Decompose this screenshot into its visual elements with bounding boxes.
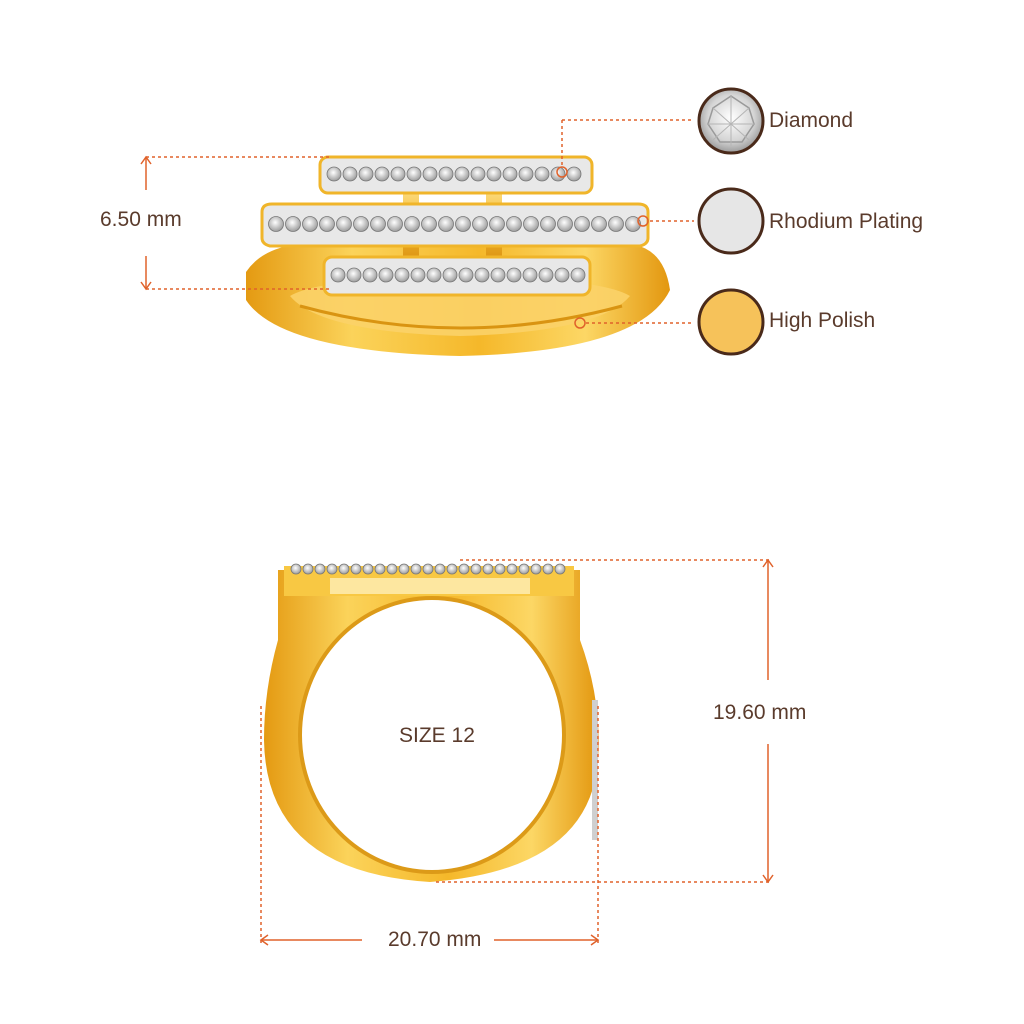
diamond-stone [518, 563, 530, 575]
diamond-stone [422, 563, 434, 575]
diamond-stone [446, 563, 458, 575]
diamond-stone [410, 563, 422, 575]
diamond-stone [542, 563, 554, 575]
legend-label-diamond: Diamond [769, 109, 854, 132]
diamond-stone [406, 166, 422, 182]
diamond-stone [474, 267, 490, 283]
diamond-stone [434, 563, 446, 575]
ring-width-label: 20.70 mm [388, 928, 482, 951]
diamond-stone [489, 216, 505, 232]
diamond-stone [421, 216, 437, 232]
diamond-stone [506, 563, 518, 575]
diamond-stone [350, 563, 362, 575]
legend [697, 87, 765, 356]
diamond-stone [554, 267, 570, 283]
rhodium-swatch-icon [697, 187, 765, 255]
diamond-stone [404, 216, 420, 232]
diamond-stone [608, 216, 624, 232]
diamond-stone [374, 563, 386, 575]
diamond-stone [534, 166, 550, 182]
diamond-stone [370, 216, 386, 232]
diamond-stone [378, 267, 394, 283]
diamond-stone [625, 216, 641, 232]
diamond-bar-middle [260, 202, 650, 248]
ring-size-label: SIZE 12 [399, 724, 475, 747]
diamond-stone [326, 166, 342, 182]
diamond-stone [319, 216, 335, 232]
diamond-stone [342, 166, 358, 182]
diamond-stone [410, 267, 426, 283]
diamond-stone [438, 166, 454, 182]
legend-label-high-polish: High Polish [769, 309, 876, 332]
diamond-stone [557, 216, 573, 232]
diamond-stone [470, 166, 486, 182]
diamond-stone [358, 166, 374, 182]
diamond-stone [302, 563, 314, 575]
diamond-stone [538, 267, 554, 283]
diamond-stone [530, 563, 542, 575]
diamond-stone [482, 563, 494, 575]
diamond-stone [285, 216, 301, 232]
diamond-stone [523, 216, 539, 232]
diamond-stone [591, 216, 607, 232]
diamond-stone [566, 166, 582, 182]
diamond-bar-bottom [322, 255, 592, 297]
diamond-stone [442, 267, 458, 283]
diamond-stone [353, 216, 369, 232]
diamond-stone [455, 216, 471, 232]
diamond-stone [472, 216, 488, 232]
ring-width-dimension [259, 706, 600, 946]
diamond-stone [506, 267, 522, 283]
diamond-stone [426, 267, 442, 283]
height-dimension-top [140, 155, 332, 291]
diamond-stone [422, 166, 438, 182]
diamond-stone [540, 216, 556, 232]
diamond-stone [506, 216, 522, 232]
diamond-stone [362, 563, 374, 575]
diamond-stone [336, 216, 352, 232]
diamond-stone [346, 267, 362, 283]
high-polish-swatch-icon [697, 288, 765, 356]
diamond-stone [502, 166, 518, 182]
diamond-icon [697, 87, 765, 155]
diamond-stone [454, 166, 470, 182]
diamond-stone [494, 563, 506, 575]
diamond-stone [522, 267, 538, 283]
diamond-stone [554, 563, 566, 575]
diamond-stone [362, 267, 378, 283]
height-label: 6.50 mm [100, 208, 182, 231]
ring-height-label: 19.60 mm [713, 701, 807, 724]
diamond-stone [302, 216, 318, 232]
legend-label-rhodium: Rhodium Plating [769, 210, 924, 233]
diamond-stone [390, 166, 406, 182]
diamond-stone [338, 563, 350, 575]
legend-leaders [556, 119, 694, 329]
diamond-bar-top [318, 155, 594, 195]
diamond-stone [438, 216, 454, 232]
diamond-stone [394, 267, 410, 283]
diamond-stone [387, 216, 403, 232]
diamond-stone [490, 267, 506, 283]
diamond-stone [458, 563, 470, 575]
diamond-stone [330, 267, 346, 283]
diamond-stone [314, 563, 326, 575]
diamond-stone [290, 563, 302, 575]
ring-height-dimension [436, 558, 774, 884]
diamond-stone [398, 563, 410, 575]
diamond-stone [518, 166, 534, 182]
diamond-stone [470, 563, 482, 575]
diamond-stone [374, 166, 390, 182]
diamond-stone [458, 267, 474, 283]
diamond-stone [570, 267, 586, 283]
diamond-stone [486, 166, 502, 182]
diamond-stone [574, 216, 590, 232]
ring-front-view [264, 563, 599, 882]
diamond-stone [326, 563, 338, 575]
ring-top-view [246, 155, 670, 356]
diamond-stone [268, 216, 284, 232]
ring-finger-hole [300, 598, 564, 872]
diamond-stone [386, 563, 398, 575]
